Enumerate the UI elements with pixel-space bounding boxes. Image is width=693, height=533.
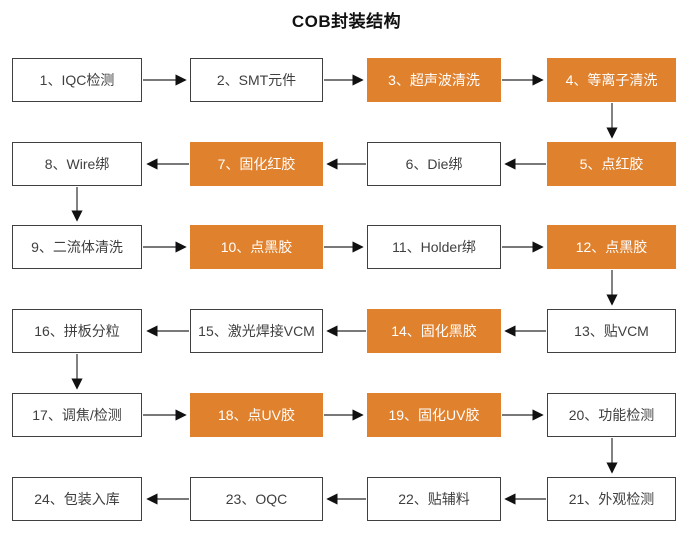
node-12-black-glue-dispense: 12、点黑胶 xyxy=(547,225,676,269)
node-04-plasma-clean: 4、等离子清洗 xyxy=(547,58,676,102)
node-08-wire-bond: 8、Wire绑 xyxy=(12,142,142,186)
node-17-focus-test: 17、调焦/检测 xyxy=(12,393,142,437)
node-23-oqc: 23、OQC xyxy=(190,477,323,521)
node-21-visual-inspection: 21、外观检测 xyxy=(547,477,676,521)
node-11-holder-bond: 11、Holder绑 xyxy=(367,225,501,269)
node-03-ultrasonic-clean: 3、超声波清洗 xyxy=(367,58,501,102)
node-07-red-glue-cure: 7、固化红胶 xyxy=(190,142,323,186)
node-18-uv-glue-dispense: 18、点UV胶 xyxy=(190,393,323,437)
node-01-iqc-inspection: 1、IQC检测 xyxy=(12,58,142,102)
node-05-red-glue-dispense: 5、点红胶 xyxy=(547,142,676,186)
node-20-function-test: 20、功能检测 xyxy=(547,393,676,437)
node-15-laser-weld-vcm: 15、激光焊接VCM xyxy=(190,309,323,353)
node-02-smt-components: 2、SMT元件 xyxy=(190,58,323,102)
node-14-black-glue-cure: 14、固化黑胶 xyxy=(367,309,501,353)
node-19-uv-glue-cure: 19、固化UV胶 xyxy=(367,393,501,437)
node-16-panel-singulation: 16、拼板分粒 xyxy=(12,309,142,353)
node-13-vcm-attach: 13、贴VCM xyxy=(547,309,676,353)
node-06-die-bond: 6、Die绑 xyxy=(367,142,501,186)
node-22-auxiliary-attach: 22、贴辅料 xyxy=(367,477,501,521)
node-24-packing-warehouse: 24、包装入库 xyxy=(12,477,142,521)
node-09-two-fluid-clean: 9、二流体清洗 xyxy=(12,225,142,269)
node-10-black-glue-dispense: 10、点黑胶 xyxy=(190,225,323,269)
diagram-title: COB封装结构 xyxy=(291,12,402,31)
